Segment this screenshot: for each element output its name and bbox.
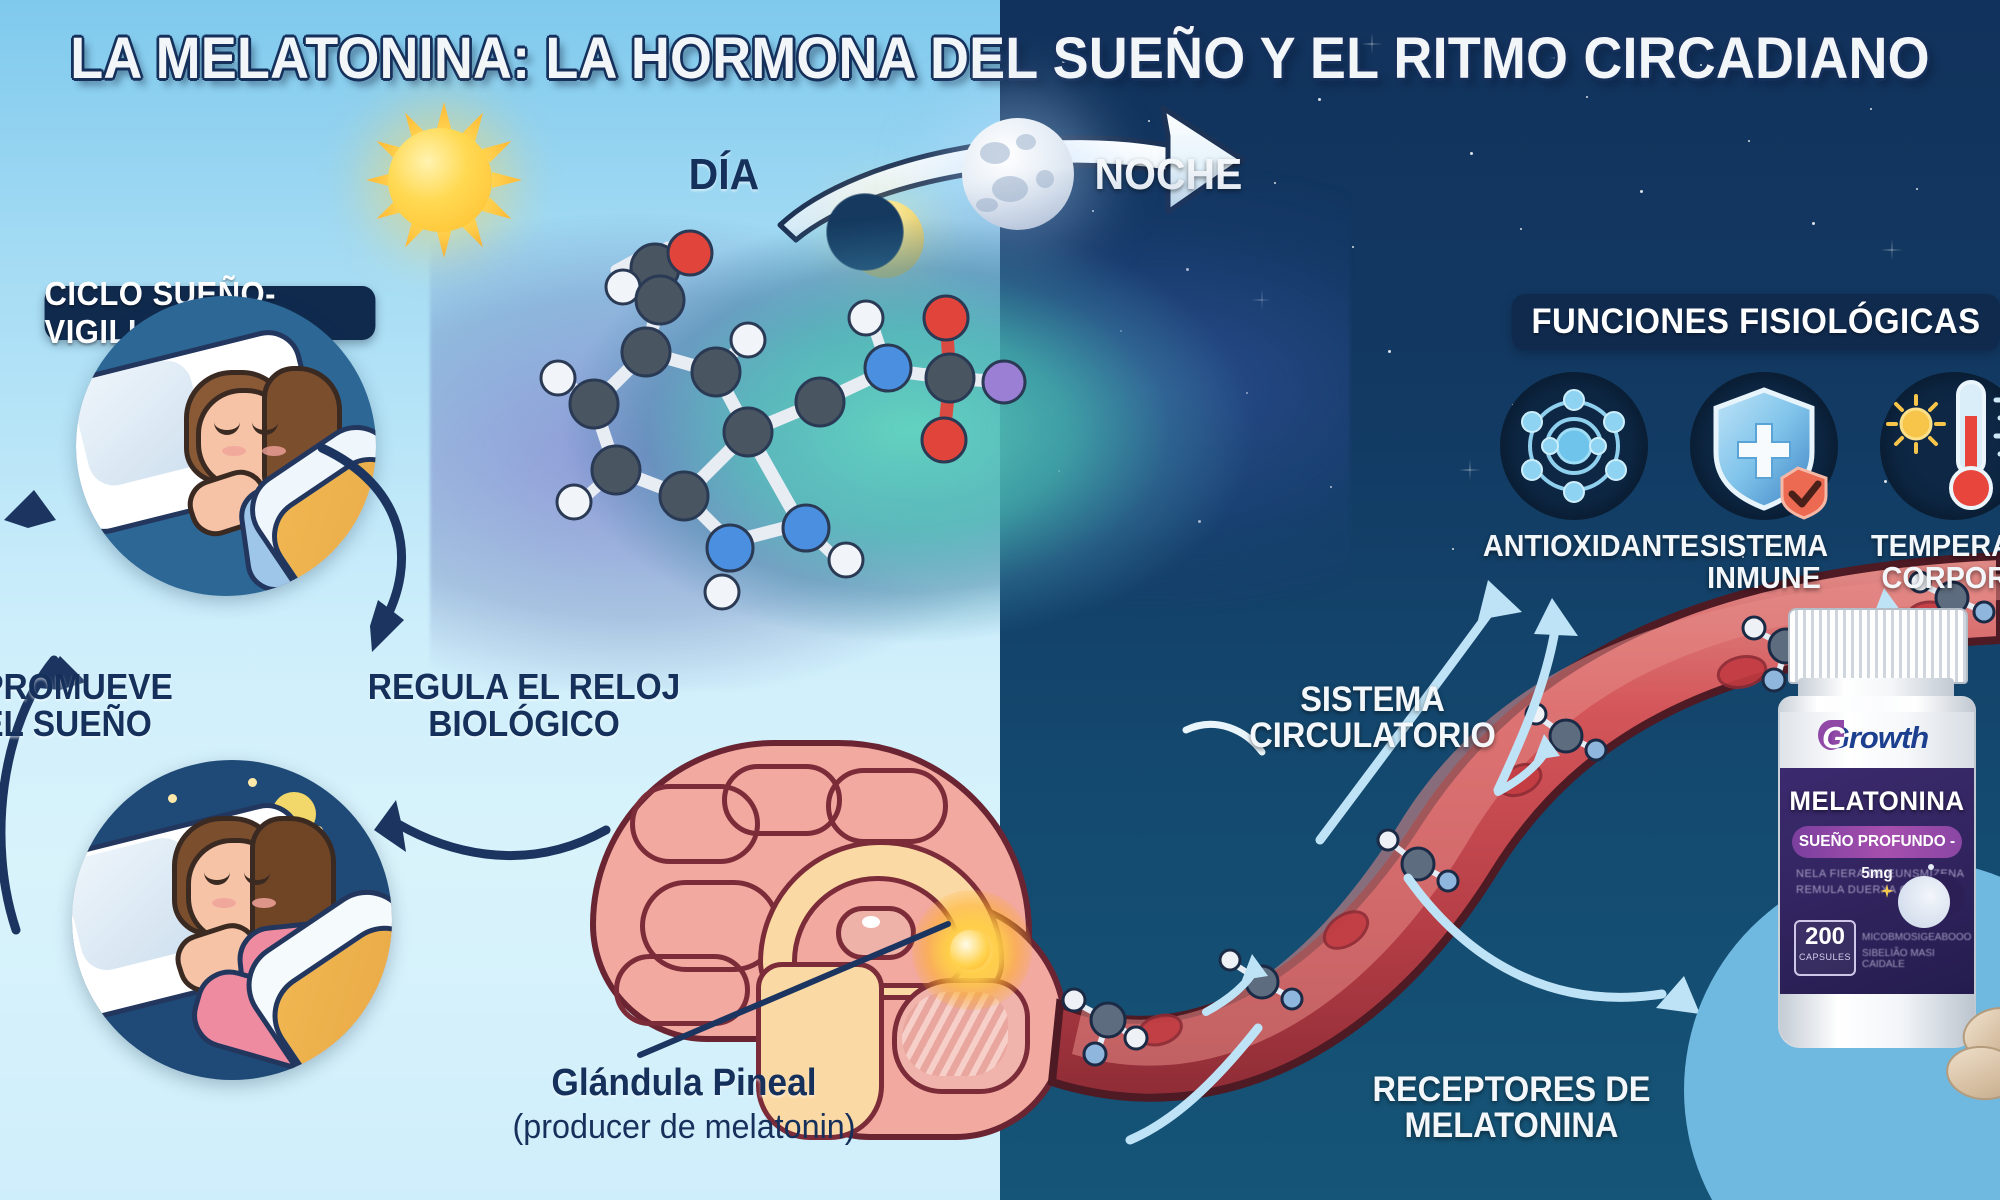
functions-badge-label: FUNCIONES FISIOLÓGICAS bbox=[1531, 302, 1981, 341]
product-count-unit: CAPSULES bbox=[1798, 952, 1852, 962]
product-claim-pill: SUEÑO PROFUNDO - 5mg bbox=[1792, 826, 1962, 882]
melatonin-supplement-bottle: Growth G MELATONINA SUEÑO PROFUNDO - 5mg… bbox=[1756, 608, 2000, 1108]
circulatory-line1: SISTEMA bbox=[1300, 680, 1445, 719]
step-promotes-sleep-label: PROMUEVE EL SUEÑO bbox=[0, 668, 173, 743]
product-claim: SUEÑO PROFUNDO - 5mg bbox=[1798, 833, 1956, 882]
circulatory-line2: CIRCULATORIO bbox=[1249, 716, 1496, 756]
product-bottom-note-line1: MICOBMOSIGEABOOO bbox=[1862, 932, 1972, 943]
product-count-box: 200 CAPSULES bbox=[1794, 920, 1856, 976]
bottle-cap-icon bbox=[1788, 608, 1968, 684]
product-star-small-icon bbox=[1928, 864, 1934, 870]
product-moon-icon bbox=[1898, 876, 1950, 928]
step-promotes-line2: EL SUEÑO bbox=[0, 703, 152, 745]
temperature-line2: CORPORAL bbox=[1881, 560, 2000, 596]
product-count: 200 bbox=[1804, 923, 1846, 950]
pineal-gland-label: Glándula Pineal (producer de melatonin) bbox=[444, 1062, 924, 1147]
body-temperature-label: TEMPERATURA CORPORAL bbox=[1871, 528, 2000, 596]
immune-line1: SISTEMA bbox=[1699, 528, 1829, 563]
pineal-gland-title: Glándula Pineal bbox=[551, 1062, 817, 1104]
body-temperature-icon-circle bbox=[1880, 372, 2000, 520]
immune-system-icon-circle bbox=[1690, 372, 1838, 520]
immune-line2: INMUNE bbox=[1707, 560, 1821, 596]
functions-badge: FUNCIONES FISIOLÓGICAS bbox=[1511, 294, 2000, 350]
brand-g-letter: G bbox=[1822, 720, 1847, 755]
atom-orbit-icon bbox=[1521, 389, 1627, 503]
receptors-line1: RECEPTORES DE bbox=[1372, 1070, 1651, 1109]
receptors-line2: MELATONINA bbox=[1404, 1106, 1619, 1146]
temperature-line1: TEMPERATURA bbox=[1871, 528, 2000, 563]
sleeping-woman-day-icon bbox=[76, 296, 376, 596]
step-promotes-line1: PROMUEVE bbox=[0, 666, 173, 707]
antioxidant-icon-circle bbox=[1500, 372, 1648, 520]
step-regulates-line1: REGULA EL RELOJ bbox=[367, 666, 681, 707]
page-title: LA MELATONINA: LA HORMONA DEL SUEÑO Y EL… bbox=[70, 26, 1930, 91]
product-fineprint-line1: NELA FIERA DE EUNSMIZENA bbox=[1796, 868, 1965, 880]
thermometer-sun-icon bbox=[1886, 380, 2000, 510]
pineal-gland-subtitle: (producer de melatonin) bbox=[512, 1107, 856, 1146]
product-name: MELATONINA bbox=[1789, 786, 1965, 816]
product-brand: Growth bbox=[1825, 720, 1930, 755]
product-bottom-note-line2: SIBELIÃO MASI CAIDALE bbox=[1862, 948, 1935, 970]
molecule-nebula-backdrop bbox=[430, 170, 1350, 690]
circulatory-system-label: SISTEMA CIRCULATORIO bbox=[1249, 680, 1496, 756]
step-regulates-clock-label: REGULA EL RELOJ BIOLÓGICO bbox=[368, 668, 681, 743]
immune-system-label: SISTEMA INMUNE bbox=[1680, 528, 1847, 596]
melatonin-receptors-label: RECEPTORES DE MELATONINA bbox=[1372, 1070, 1651, 1146]
tablet-icon-2 bbox=[1943, 1042, 2000, 1104]
antioxidant-label: ANTIOXIDANTE bbox=[1482, 528, 1700, 563]
antioxidant-line1: ANTIOXIDANTE bbox=[1482, 528, 1700, 563]
shield-cross-icon bbox=[1713, 387, 1828, 520]
step-regulates-line2: BIOLÓGICO bbox=[428, 703, 620, 745]
brand-g-accent bbox=[1818, 720, 1844, 750]
sleeping-woman-night-icon bbox=[72, 760, 392, 1080]
product-label-panel: MELATONINA SUEÑO PROFUNDO - 5mg NELA FIE… bbox=[1780, 768, 1974, 994]
